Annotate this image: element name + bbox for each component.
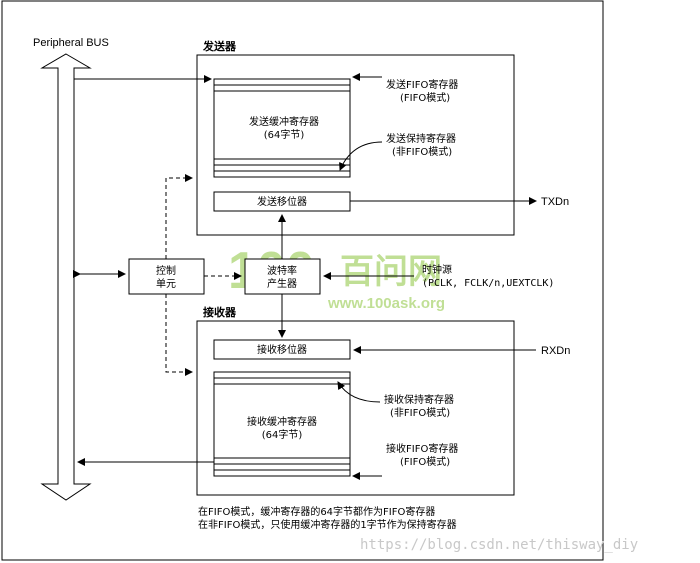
control-label-1: 控制 bbox=[156, 264, 176, 277]
receiver-title: 接收器 bbox=[203, 305, 237, 319]
outer-frame bbox=[1, 0, 604, 561]
rx-hold-label: 接收保持寄存器 bbox=[384, 393, 454, 406]
tx-hold-arrow bbox=[339, 141, 383, 171]
transmitter-box bbox=[196, 54, 515, 236]
bus-label: Peripheral BUS bbox=[33, 37, 109, 49]
control-label-2: 单元 bbox=[156, 278, 176, 290]
note-fifo-mode: 在FIFO模式，缓冲寄存器的64字节都作为FIFO寄存器 bbox=[198, 505, 435, 518]
rx-fifo-mode: (FIFO模式) bbox=[400, 455, 450, 468]
txdn-label: TXDn bbox=[541, 196, 569, 208]
rx-fifo-label: 接收FIFO寄存器 bbox=[386, 442, 458, 455]
clock-label: 时钟源 bbox=[422, 263, 452, 276]
rx-shift-register bbox=[213, 339, 351, 360]
rxdn-label: RXDn bbox=[541, 345, 570, 357]
tx-buffer-label: 发送缓冲寄存器 bbox=[249, 115, 319, 128]
watermark-url: www.100ask.org bbox=[327, 295, 445, 312]
rx-buffer-label: 接收缓冲寄存器 bbox=[247, 415, 317, 428]
tx-buffer-size: (64字节) bbox=[264, 128, 305, 141]
baud-label-2: 产生器 bbox=[267, 277, 297, 290]
csdn-watermark: https://blog.csdn.net/thisway_diy bbox=[360, 537, 638, 553]
rx-buffer-register bbox=[213, 371, 351, 477]
baud-generator bbox=[244, 258, 321, 295]
rx-hold-mode: (非FIFO模式) bbox=[390, 406, 450, 419]
watermark-cn: 百问网 bbox=[340, 252, 442, 292]
peripheral-bus-arrow bbox=[40, 53, 92, 501]
note-nonfifo-mode: 在非FIFO模式，只使用缓冲寄存器的1字节作为保持寄存器 bbox=[198, 518, 457, 531]
tx-shift-label: 发送移位器 bbox=[257, 195, 307, 208]
tx-fifo-mode: (FIFO模式) bbox=[400, 91, 450, 104]
rx-buffer-size: (64字节) bbox=[262, 428, 303, 441]
clock-sources: (PCLK, FCLK/n,UEXTCLK) bbox=[422, 278, 554, 289]
control-to-rx-arrow bbox=[165, 294, 193, 376]
transmitter-title: 发送器 bbox=[202, 39, 237, 53]
tx-hold-label: 发送保持寄存器 bbox=[386, 132, 456, 145]
tx-hold-mode: (非FIFO模式) bbox=[392, 145, 452, 158]
rx-hold-arrow bbox=[337, 381, 381, 403]
baud-label-1: 波特率 bbox=[267, 264, 297, 277]
receiver-box bbox=[196, 320, 515, 496]
tx-fifo-label: 发送FIFO寄存器 bbox=[386, 78, 458, 91]
rx-shift-label: 接收移位器 bbox=[257, 343, 307, 356]
control-to-tx-arrow bbox=[165, 174, 193, 259]
tx-buffer-register bbox=[213, 78, 351, 178]
